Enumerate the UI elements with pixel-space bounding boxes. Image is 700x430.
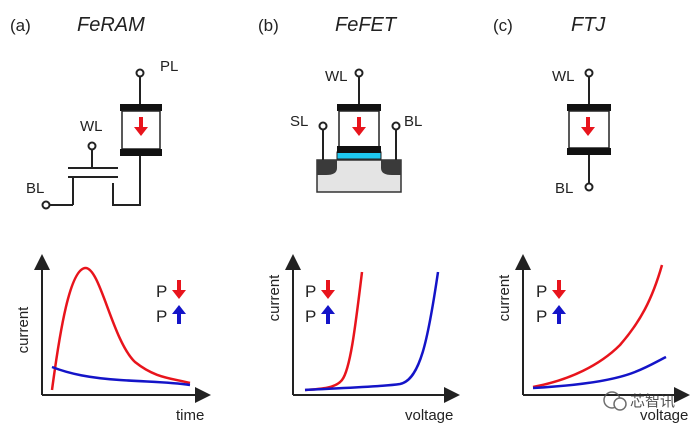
feram-plot: current time P P bbox=[15, 254, 211, 424]
ftj-plot: current voltage P P bbox=[496, 254, 690, 424]
feram-circuit bbox=[41, 68, 145, 210]
fefet-legend-p-down: P bbox=[305, 282, 316, 301]
panel-c-letter: (c) bbox=[493, 16, 513, 35]
panel-c-ftj: (c) FTJ WL BL current voltage P P bbox=[493, 14, 690, 424]
panel-a-title: FeRAM bbox=[77, 14, 145, 36]
feram-ferro-capacitor bbox=[120, 104, 162, 156]
ftj-y-label: current bbox=[496, 274, 513, 322]
fefet-x-label: voltage bbox=[405, 407, 453, 424]
feram-legend-p-down: P bbox=[156, 282, 167, 301]
polarization-down-arrow-icon bbox=[172, 280, 186, 299]
polarization-down-arrow-icon bbox=[134, 117, 148, 136]
panel-a-feram: (a) FeRAM PL WL bbox=[10, 14, 211, 424]
ftj-curve-p-down bbox=[532, 264, 664, 389]
ftj-x-label: voltage bbox=[640, 407, 688, 424]
fefet-sl-label: SL bbox=[290, 113, 308, 130]
feram-pl-label: PL bbox=[160, 58, 178, 75]
feram-curve-p-down bbox=[50, 266, 191, 391]
fefet-terminals bbox=[318, 68, 401, 160]
fefet-y-label: current bbox=[266, 274, 283, 322]
ftj-legend-p-up: P bbox=[536, 307, 547, 326]
panel-a-letter: (a) bbox=[10, 16, 31, 35]
watermark-text: 芯智讯 bbox=[630, 392, 675, 410]
feram-curve-p-up bbox=[51, 365, 191, 387]
polarization-up-arrow-icon bbox=[321, 305, 335, 324]
watermark: 芯智讯 bbox=[603, 391, 675, 411]
ftj-curve-p-up bbox=[532, 355, 667, 390]
polarization-down-arrow-icon bbox=[552, 280, 566, 299]
fefet-legend-p-up: P bbox=[305, 307, 316, 326]
feram-x-label: time bbox=[176, 407, 204, 424]
polarization-up-arrow-icon bbox=[172, 305, 186, 324]
feram-legend-p-up: P bbox=[156, 307, 167, 326]
fefet-plot: current voltage P P bbox=[266, 254, 460, 424]
ftj-terminals bbox=[584, 68, 594, 192]
panel-b-fefet: (b) FeFET WL SL BL bbox=[258, 14, 460, 424]
ftj-bl-label: BL bbox=[555, 180, 573, 197]
ftj-device bbox=[567, 104, 611, 155]
ftj-wl-label: WL bbox=[552, 68, 575, 85]
feram-y-label: current bbox=[15, 306, 32, 354]
polarization-down-arrow-icon bbox=[321, 280, 335, 299]
polarization-down-arrow-icon bbox=[581, 117, 595, 136]
fefet-bl-label: BL bbox=[404, 113, 422, 130]
panel-c-title: FTJ bbox=[571, 14, 606, 36]
ftj-legend-p-down: P bbox=[536, 282, 547, 301]
panel-b-letter: (b) bbox=[258, 16, 279, 35]
polarization-up-arrow-icon bbox=[552, 305, 566, 324]
fefet-device bbox=[316, 104, 402, 193]
fefet-curve-p-up bbox=[304, 271, 440, 392]
panel-b-title: FeFET bbox=[335, 14, 398, 36]
feram-wl-label: WL bbox=[80, 118, 103, 135]
fefet-wl-label: WL bbox=[325, 68, 348, 85]
feram-bl-label: BL bbox=[26, 180, 44, 197]
polarization-down-arrow-icon bbox=[352, 117, 366, 136]
